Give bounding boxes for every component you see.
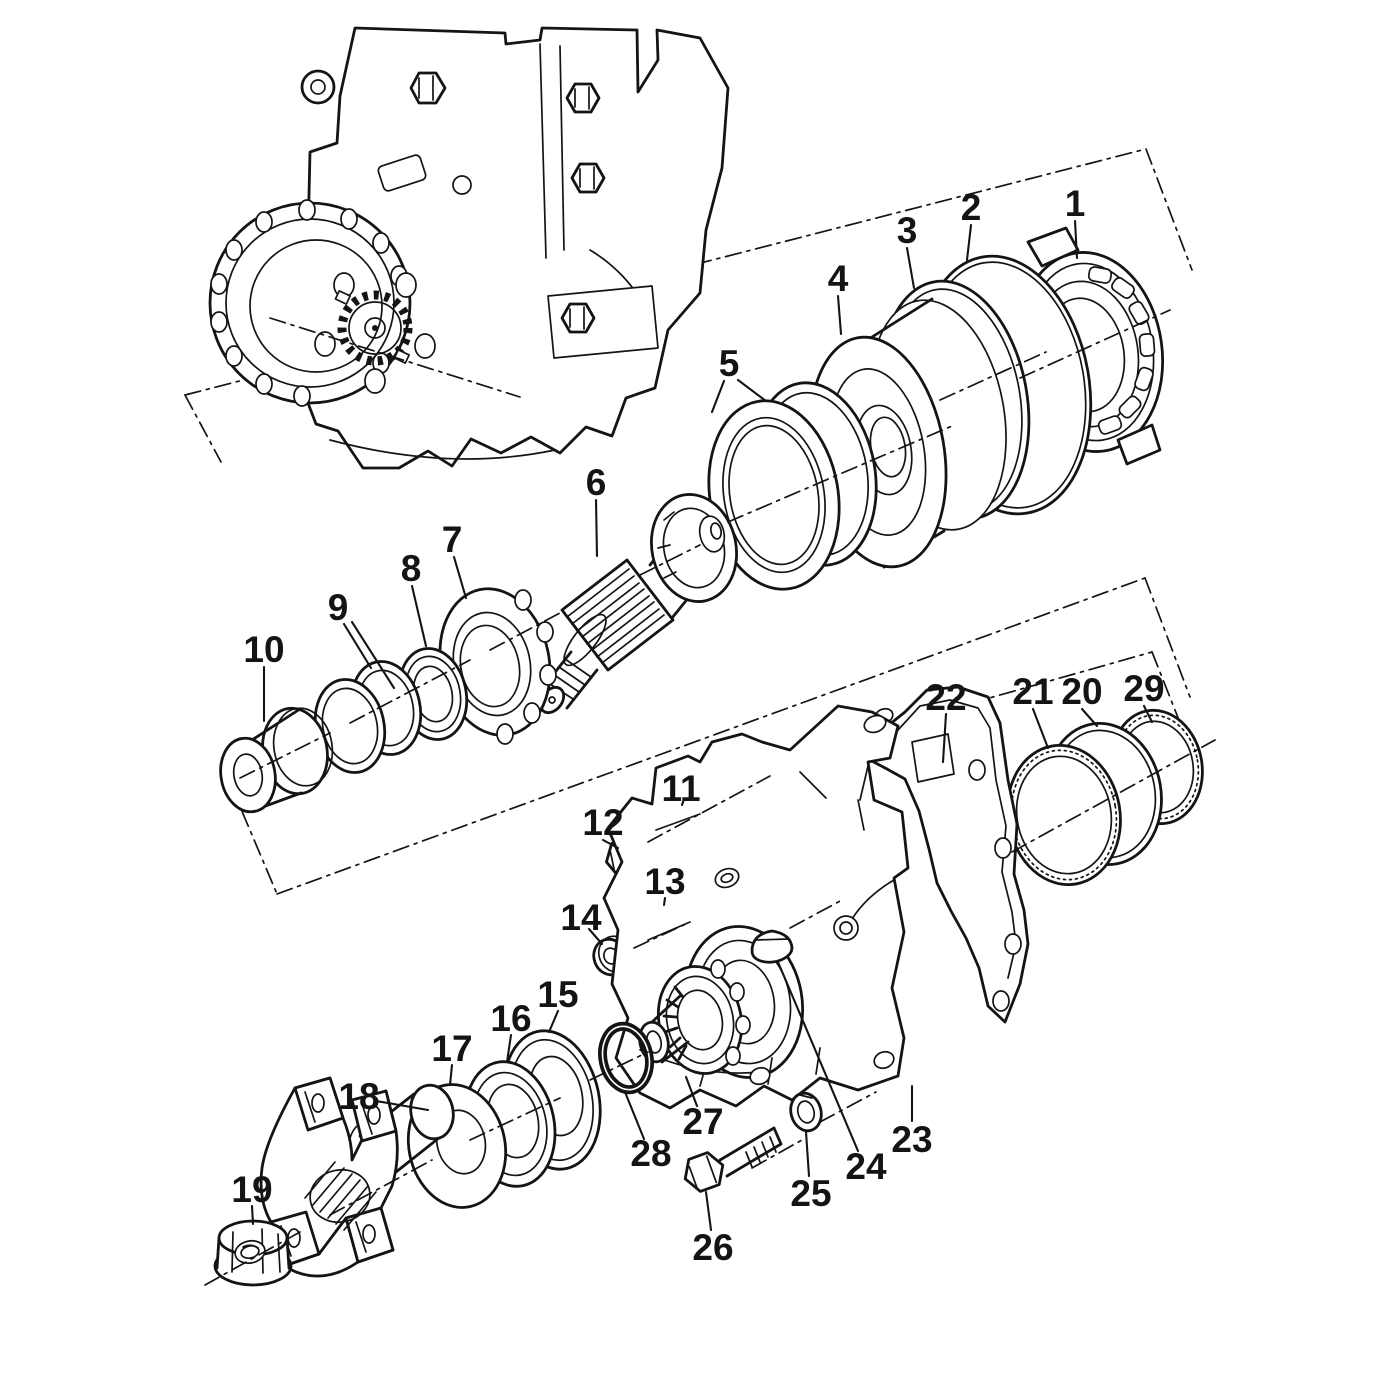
part-label-15: 15 [537,974,578,1015]
part-1-leader [1073,219,1079,260]
part-label-26: 26 [692,1227,733,1268]
gasket-22 [868,685,1030,1024]
flange-nut-19 [213,1219,293,1287]
housing-bolts [300,69,606,334]
part-label-12: 12 [582,802,623,843]
part-label-19: 19 [231,1169,272,1210]
part-label-25: 25 [790,1173,831,1214]
part-11-leader [680,797,686,807]
part-label-14: 14 [560,897,602,938]
hex-bolt [560,302,596,334]
shaft-spline [560,558,675,672]
part-label-8: 8 [401,548,422,589]
part-label-7: 7 [442,519,463,560]
part-label-23: 23 [891,1119,932,1160]
part-label-10: 10 [243,629,284,670]
bearing-rollers [1087,266,1156,435]
lock-washer-25 [789,1091,823,1133]
output-shaft-6 [538,493,738,715]
part-label-28: 28 [630,1133,671,1174]
part-label-27: 27 [682,1101,723,1142]
part-3-leader [905,246,916,290]
part-label-6: 6 [586,462,607,503]
part-28-leader [623,1090,646,1141]
part-21-leader [1031,707,1050,750]
breather-knob [300,69,336,105]
ring-21 [1006,743,1122,887]
part-16-leader [505,1033,513,1064]
part-29-leader [1142,704,1154,724]
part-13-leader [662,896,667,907]
part-label-17: 17 [431,1028,472,1069]
part-18-leader [374,1099,430,1112]
upper-assembly [219,226,1165,814]
bearing-27 [638,959,751,1075]
part-5-leader-2 [736,378,768,403]
part-6-leader [594,498,599,558]
bearing-tab [1116,423,1162,466]
part-label-1: 1 [1065,183,1086,224]
part-15-leader [547,1009,560,1034]
transfer-case-housing [208,26,730,470]
part-label-22: 22 [925,677,966,718]
part-7-leader [452,555,468,600]
part-14-leader [587,927,604,946]
part-5-leader-1 [710,379,726,414]
part-27-leader [684,1075,699,1108]
part-2-leader [965,223,973,262]
axis-center-lines [204,309,1216,1286]
o-ring-28 [598,1021,654,1095]
part-25-leader [804,1130,811,1178]
part-9-leader-2 [350,620,396,690]
part-label-16: 16 [490,998,531,1039]
part-4-leader [836,294,843,336]
part-9-leader-1 [342,622,373,670]
part-26-leader [704,1190,713,1232]
part-callouts: 1234567891011121314151617181920212223242… [231,183,1164,1268]
part-label-5: 5 [719,343,740,384]
part-label-4: 4 [828,258,849,299]
part-8-leader [410,584,428,648]
part-17-leader [448,1063,454,1087]
hex-bolt [565,82,601,114]
part-19-leader [250,1204,255,1226]
cover-assembly [598,685,1204,1193]
part-label-2: 2 [961,187,982,228]
part-label-13: 13 [644,861,685,902]
part-label-24: 24 [845,1146,887,1187]
part-22-leader [941,712,948,764]
part-20-leader [1080,707,1099,728]
part-12-leader [601,838,620,850]
part-label-21: 21 [1012,671,1053,712]
hex-bolt [570,162,606,194]
part-label-18: 18 [338,1076,379,1117]
part-label-3: 3 [897,210,918,251]
hex-bolt [409,71,447,105]
part-label-29: 29 [1123,668,1164,709]
part-label-11: 11 [661,768,700,809]
bearing-tab [1026,226,1080,268]
plug-24 [750,929,794,964]
cap-10 [219,706,334,814]
part-24-leader [776,960,860,1153]
lower-assembly [213,1029,602,1287]
bolt-26 [683,1126,783,1193]
input-splined-hub [314,272,436,394]
part-label-20: 20 [1061,671,1102,712]
id-plate [377,154,427,192]
part-label-9: 9 [328,587,349,628]
